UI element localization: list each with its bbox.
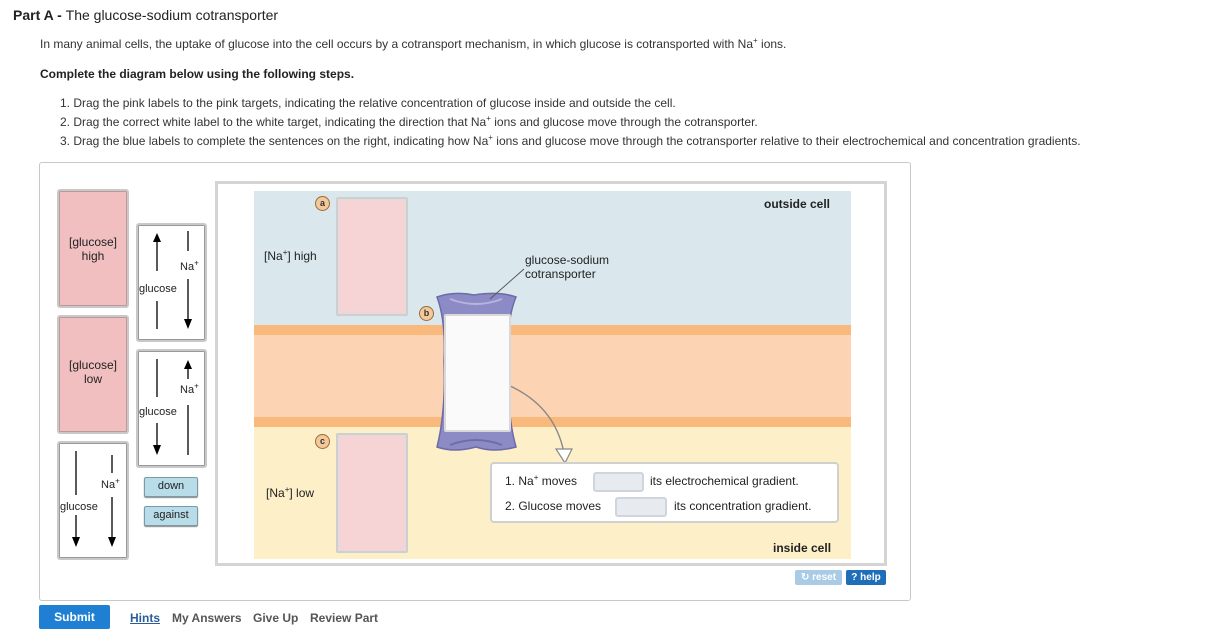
give-up-link[interactable]: Give Up bbox=[253, 611, 299, 625]
na-label: Na+ bbox=[180, 258, 199, 273]
na-low-label: [Na+] low bbox=[266, 485, 315, 501]
marker-a: a bbox=[315, 196, 330, 211]
instruction-step-2: 2. Drag the correct white label to the w… bbox=[60, 114, 758, 130]
label-glucose-high[interactable]: [glucose]high bbox=[57, 189, 129, 308]
glucose-label: glucose bbox=[139, 406, 177, 418]
label-glucose-high-text: [glucose]high bbox=[68, 235, 118, 263]
part-title: Part A - The glucose-sodium cotransporte… bbox=[13, 7, 279, 23]
instruction-step-1: 1. Drag the pink labels to the pink targ… bbox=[60, 96, 676, 110]
reset-button[interactable]: ↻ reset bbox=[795, 570, 842, 585]
instruction-step-3: 3. Drag the blue labels to complete the … bbox=[60, 133, 1081, 149]
target-b-direction[interactable] bbox=[444, 314, 511, 432]
na-label: Na+ bbox=[180, 381, 199, 396]
blank-2-target[interactable] bbox=[615, 497, 667, 517]
direction-arrows-icon bbox=[153, 359, 192, 455]
help-button[interactable]: ? help bbox=[846, 570, 886, 585]
my-answers-link[interactable]: My Answers bbox=[172, 611, 242, 625]
diagram-frame: a b c [Na+] high [Na+] low outside cell … bbox=[215, 181, 887, 566]
label-down[interactable]: down bbox=[144, 477, 198, 497]
outside-cell-label: outside cell bbox=[764, 197, 831, 211]
sentence-2-end: its concentration gradient. bbox=[674, 499, 812, 513]
direction-arrows-icon bbox=[72, 451, 116, 547]
hints-link[interactable]: Hints bbox=[130, 611, 160, 625]
label-direction-both-down[interactable]: Na+ glucose bbox=[57, 441, 129, 560]
target-a-glucose-outside[interactable] bbox=[336, 197, 408, 316]
submit-button[interactable]: Submit bbox=[39, 605, 110, 629]
marker-b: b bbox=[419, 306, 434, 321]
instructions-heading: Complete the diagram below using the fol… bbox=[40, 67, 355, 81]
blank-1-target[interactable] bbox=[593, 472, 644, 492]
direction-arrows-icon bbox=[153, 231, 192, 329]
label-against[interactable]: against bbox=[144, 506, 198, 526]
glucose-label: glucose bbox=[139, 283, 177, 295]
inside-cell-label: inside cell bbox=[773, 541, 832, 555]
glucose-label: glucose bbox=[60, 501, 98, 513]
sentence-1-end: its electrochemical gradient. bbox=[650, 474, 799, 488]
sentence-2-start: 2. Glucose moves bbox=[505, 499, 602, 513]
review-part-link[interactable]: Review Part bbox=[310, 611, 379, 625]
sentences-box: 1. Na+ moves its electrochemical gradien… bbox=[490, 462, 839, 523]
target-c-glucose-inside[interactable] bbox=[336, 433, 408, 553]
na-high-label: [Na+] high bbox=[264, 248, 317, 264]
label-glucose-low[interactable]: [glucose]low bbox=[57, 315, 129, 434]
intro-text: In many animal cells, the uptake of gluc… bbox=[40, 36, 787, 52]
label-direction-glucose-out-na-out[interactable]: Na+ glucose bbox=[136, 349, 207, 468]
reset-icon: ↻ bbox=[800, 572, 810, 583]
label-direction-glucose-in-na-in[interactable]: Na+ glucose bbox=[136, 223, 207, 342]
sentence-1-start: 1. Na+ moves bbox=[505, 473, 578, 489]
label-glucose-low-text: [glucose]low bbox=[68, 358, 118, 386]
marker-c: c bbox=[315, 434, 330, 449]
na-label: Na+ bbox=[101, 476, 120, 491]
